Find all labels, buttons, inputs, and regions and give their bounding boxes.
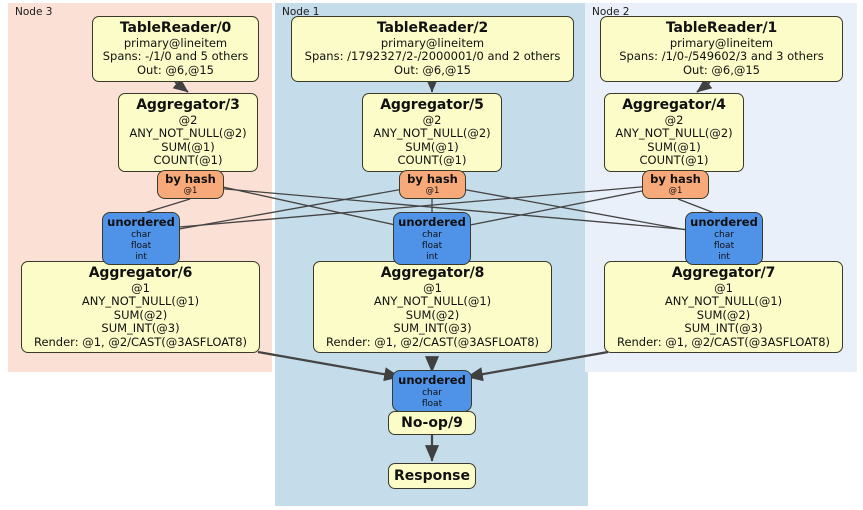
table-reader-2-title: TableReader/2 (376, 20, 489, 36)
aggregator-3-title: Aggregator/3 (136, 97, 240, 113)
unordered-stream-left[interactable]: unordered char float int (102, 212, 180, 265)
aggregator-5-agg1: ANY_NOT_NULL(@2) (373, 126, 491, 141)
aggregator-7-agg2: SUM(@2) (696, 307, 751, 322)
table-reader-1-table: primary@lineitem (669, 36, 774, 50)
aggregator-8-group: @1 (423, 281, 442, 295)
node-label-node2: Node 2 (592, 6, 630, 18)
unordered-stream-center-type2: float (421, 240, 443, 251)
unordered-stream-right-type1: char (714, 229, 734, 240)
hash-router-center[interactable]: by hash @1 (399, 170, 466, 199)
aggregator-6-group: @1 (131, 281, 150, 295)
aggregator-7-render: Render: @1, @2/CAST(@3ASFLOAT8) (616, 334, 831, 349)
aggregator-7-box[interactable]: Aggregator/7 @1 ANY_NOT_NULL(@1) SUM(@2)… (604, 261, 843, 353)
aggregator-4-agg3: COUNT(@1) (639, 153, 709, 168)
aggregator-7-group: @1 (714, 281, 733, 295)
table-reader-2-spans: Spans: /1792327/2-/2000001/0 and 2 other… (304, 49, 561, 64)
aggregator-5-group: @2 (422, 113, 442, 127)
aggregator-7-agg1: ANY_NOT_NULL(@1) (664, 294, 783, 309)
aggregator-7-title: Aggregator/7 (671, 265, 776, 281)
hash-router-center-column: @1 (425, 186, 440, 196)
table-reader-2-box[interactable]: TableReader/2 primary@lineitem Spans: /1… (291, 16, 574, 82)
table-reader-0-table: primary@lineitem (123, 36, 228, 50)
aggregator-6-agg3: SUM_INT(@3) (101, 321, 180, 336)
aggregator-8-agg1: ANY_NOT_NULL(@1) (373, 294, 492, 309)
aggregator-3-agg1: ANY_NOT_NULL(@2) (129, 126, 247, 141)
unordered-stream-left-title: unordered (107, 215, 175, 229)
no-op-9-box[interactable]: No-op/9 (388, 411, 476, 435)
aggregator-7-agg3: SUM_INT(@3) (684, 321, 763, 336)
unordered-stream-left-type2: float (130, 240, 152, 251)
table-reader-1-title: TableReader/1 (665, 20, 778, 36)
hash-router-left-title: by hash (165, 172, 216, 186)
table-reader-1-box[interactable]: TableReader/1 primary@lineitem Spans: /1… (600, 16, 843, 82)
hash-router-right-title: by hash (650, 172, 701, 186)
aggregator-8-render: Render: @1, @2/CAST(@3ASFLOAT8) (325, 334, 540, 349)
node-label-node1: Node 1 (282, 6, 320, 18)
unordered-stream-final[interactable]: unordered char float (392, 370, 472, 412)
aggregator-3-agg3: COUNT(@1) (153, 153, 223, 168)
aggregator-3-box[interactable]: Aggregator/3 @2 ANY_NOT_NULL(@2) SUM(@1)… (118, 93, 258, 172)
unordered-stream-center[interactable]: unordered char float int (393, 212, 471, 265)
unordered-stream-final-type2: float (421, 398, 443, 409)
unordered-stream-center-type3: int (426, 251, 438, 262)
aggregator-5-agg2: SUM(@1) (405, 139, 459, 154)
aggregator-6-render: Render: @1, @2/CAST(@3ASFLOAT8) (33, 334, 248, 349)
aggregator-6-agg1: ANY_NOT_NULL(@1) (81, 294, 200, 309)
table-reader-2-out: Out: @6,@15 (394, 62, 471, 77)
unordered-stream-right[interactable]: unordered char float int (685, 212, 763, 265)
unordered-stream-left-type3: int (135, 251, 147, 262)
aggregator-4-agg1: ANY_NOT_NULL(@2) (615, 126, 733, 141)
table-reader-0-box[interactable]: TableReader/0 primary@lineitem Spans: -/… (92, 16, 259, 82)
unordered-stream-right-type2: float (713, 240, 735, 251)
aggregator-6-box[interactable]: Aggregator/6 @1 ANY_NOT_NULL(@1) SUM(@2)… (21, 261, 260, 353)
unordered-stream-center-title: unordered (398, 215, 466, 229)
aggregator-4-agg2: SUM(@1) (647, 139, 701, 154)
unordered-stream-final-title: unordered (398, 373, 466, 387)
unordered-stream-center-type1: char (422, 229, 442, 240)
aggregator-6-agg2: SUM(@2) (113, 307, 168, 322)
response-box[interactable]: Response (388, 463, 476, 489)
aggregator-8-title: Aggregator/8 (380, 265, 485, 281)
hash-router-right-column: @1 (668, 186, 683, 196)
node-label-node3: Node 3 (15, 6, 53, 18)
hash-router-right[interactable]: by hash @1 (642, 170, 709, 199)
table-reader-0-out: Out: @6,@15 (137, 62, 214, 77)
aggregator-4-group: @2 (664, 113, 684, 127)
aggregator-5-title: Aggregator/5 (380, 97, 484, 113)
table-reader-1-out: Out: @6,@15 (683, 62, 760, 77)
unordered-stream-left-type1: char (131, 229, 151, 240)
aggregator-8-agg2: SUM(@2) (405, 307, 460, 322)
hash-router-left[interactable]: by hash @1 (157, 170, 224, 199)
aggregator-4-box[interactable]: Aggregator/4 @2 ANY_NOT_NULL(@2) SUM(@1)… (604, 93, 744, 172)
table-reader-0-spans: Spans: -/1/0 and 5 others (102, 49, 249, 64)
aggregator-5-box[interactable]: Aggregator/5 @2 ANY_NOT_NULL(@2) SUM(@1)… (362, 93, 502, 172)
aggregator-3-group: @2 (178, 113, 198, 127)
aggregator-4-title: Aggregator/4 (622, 97, 726, 113)
aggregator-8-agg3: SUM_INT(@3) (393, 321, 472, 336)
aggregator-8-box[interactable]: Aggregator/8 @1 ANY_NOT_NULL(@1) SUM(@2)… (313, 261, 552, 353)
table-reader-2-table: primary@lineitem (380, 36, 485, 50)
unordered-stream-right-title: unordered (690, 215, 758, 229)
unordered-stream-right-type3: int (718, 251, 730, 262)
table-reader-0-title: TableReader/0 (119, 20, 232, 36)
aggregator-3-agg2: SUM(@1) (161, 139, 215, 154)
hash-router-center-title: by hash (407, 172, 458, 186)
table-reader-1-spans: Spans: /1/0-/549602/3 and 3 others (619, 49, 824, 64)
hash-router-left-column: @1 (183, 186, 198, 196)
unordered-stream-final-type1: char (422, 387, 442, 398)
aggregator-5-agg3: COUNT(@1) (397, 153, 467, 168)
aggregator-6-title: Aggregator/6 (88, 265, 193, 281)
